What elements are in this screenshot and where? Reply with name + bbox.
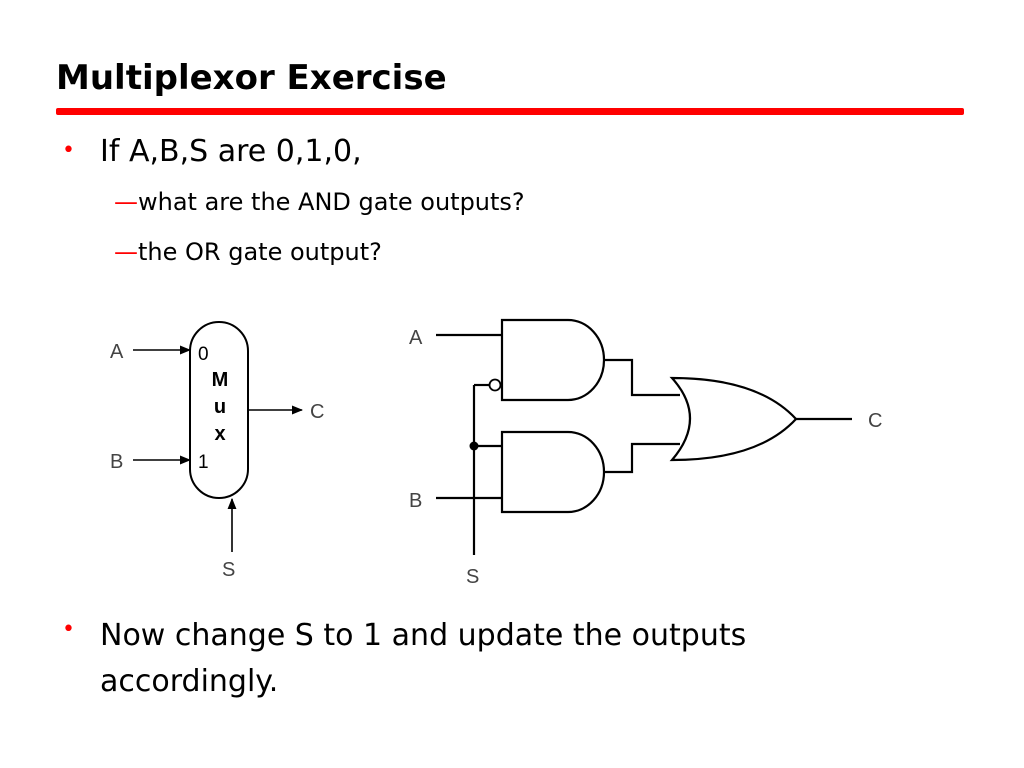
subbullet-dash: — [114, 238, 138, 266]
bullet-2-line-1: Now change S to 1 and update the outputs [100, 618, 747, 653]
mux-port-1: 1 [198, 452, 209, 473]
mux-symbol: M u x 0 1 A B C S [110, 321, 324, 581]
mux-port-0: 0 [198, 344, 209, 365]
subbullet-1: —what are the AND gate outputs? [114, 188, 525, 216]
and-gate-top [500, 318, 606, 402]
bullet-2: • Now change S to 1 and update the outpu… [62, 613, 746, 699]
gate-input-b-label: B [409, 490, 422, 512]
mux-input-a-label: A [110, 341, 124, 363]
mux-input-b-label: B [110, 451, 123, 473]
subbullet-1-text: what are the AND gate outputs? [138, 188, 525, 216]
bullet-2-line-2: accordingly. [100, 664, 279, 699]
bullet-1: • If A,B,S are 0,1,0, [62, 134, 362, 169]
mux-label-u: u [214, 396, 226, 418]
inverter-bubble [488, 378, 502, 392]
wire-and-bottom-to-or [604, 442, 680, 474]
gate-circuit [436, 318, 852, 555]
title-underline [56, 108, 964, 115]
mux-select-label: S [222, 559, 235, 581]
bullet-dot: • [62, 138, 75, 163]
or-gate [669, 376, 798, 462]
gate-select-label: S [466, 566, 479, 588]
bullet-dot: • [62, 617, 75, 642]
gate-output-label: C [868, 410, 882, 432]
bullet-1-text: If A,B,S are 0,1,0, [100, 134, 362, 169]
mux-label-x: x [214, 423, 225, 445]
slide-title: Multiplexor Exercise [56, 58, 447, 98]
mux-output-label: C [310, 401, 324, 423]
bullet-2-text: Now change S to 1 and update the outputs… [100, 613, 746, 705]
and-gate-bottom [500, 430, 606, 514]
subbullet-2-text: the OR gate output? [138, 238, 382, 266]
mux-label-m: M [212, 369, 229, 391]
subbullet-dash: — [114, 188, 138, 216]
wire-and-top-to-or [604, 358, 680, 397]
subbullet-2: —the OR gate output? [114, 238, 382, 266]
gate-input-a-label: A [409, 327, 423, 349]
junction-dot [469, 441, 479, 451]
